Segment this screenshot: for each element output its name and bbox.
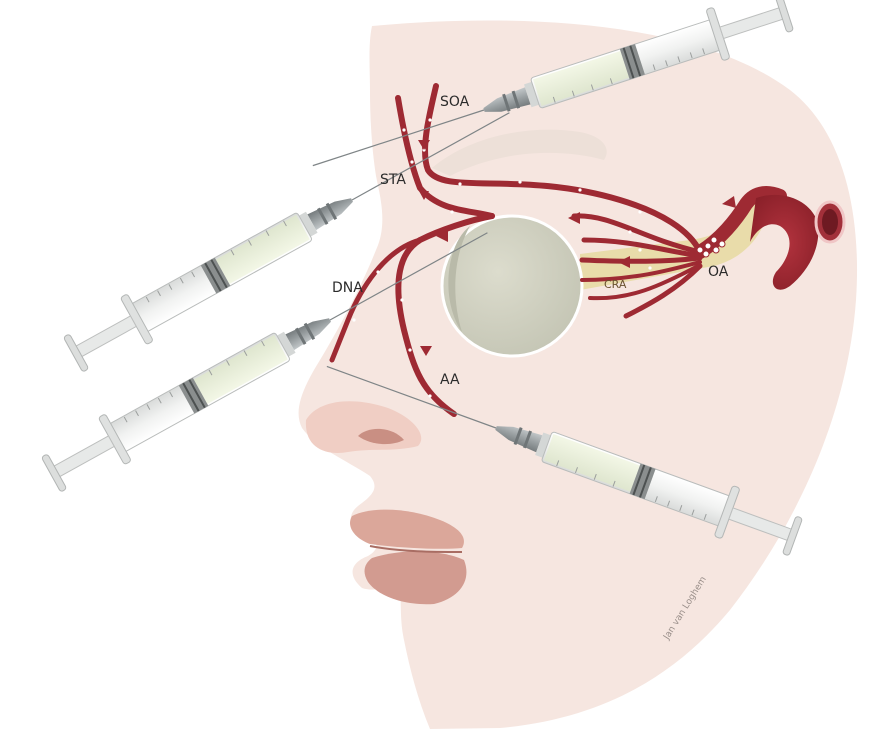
label-oa: OA: [708, 264, 729, 280]
face-skin: [299, 20, 857, 729]
label-cra: CRA: [604, 278, 627, 291]
label-aa: AA: [440, 372, 460, 388]
label-sta: STA: [380, 172, 406, 188]
lower-lip: [365, 551, 467, 604]
label-dna: DNA: [332, 280, 363, 296]
label-soa: SOA: [440, 94, 470, 110]
